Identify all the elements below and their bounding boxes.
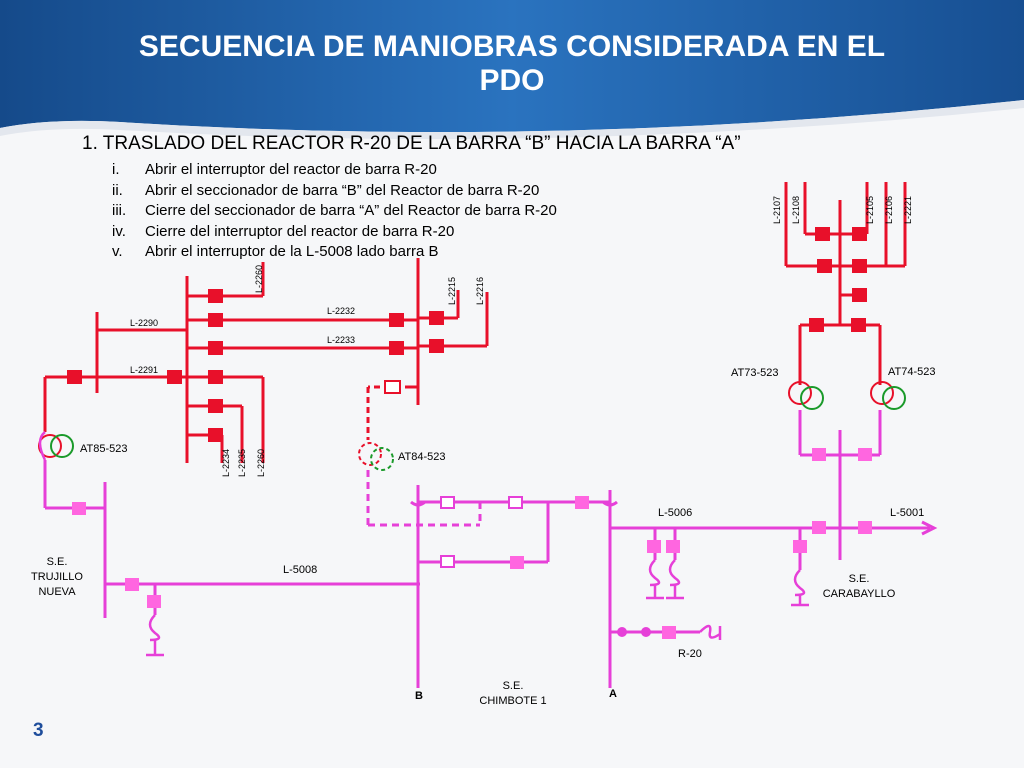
label-l2260-bottom: L-2260 bbox=[256, 449, 266, 477]
reactor-disconnector-dots bbox=[617, 627, 651, 637]
breaker bbox=[662, 626, 676, 639]
step-item: iii.Cierre del seccionador de barra “A” … bbox=[112, 202, 557, 219]
red-breakers bbox=[67, 227, 867, 442]
label-l2260-top: L-2260 bbox=[254, 265, 264, 293]
page-number: 3 bbox=[33, 720, 44, 741]
breaker bbox=[812, 521, 826, 534]
bus-crossing-arcs bbox=[410, 500, 618, 507]
red-carabayllo-network bbox=[784, 182, 907, 385]
label-se-trujillo-2: TRUJILLO bbox=[31, 571, 83, 583]
transformer-at74 bbox=[870, 381, 906, 410]
slide-title: SECUENCIA DE MANIOBRAS CONSIDERADA EN EL… bbox=[0, 30, 1024, 98]
maneuver-steps-list: i.Abrir el interruptor del reactor de ba… bbox=[112, 160, 557, 263]
breaker bbox=[852, 259, 867, 273]
breaker bbox=[208, 370, 223, 384]
label-l2232: L-2232 bbox=[327, 306, 355, 316]
transformer-at85-link bbox=[38, 431, 47, 461]
label-se-chimbote-1: S.E. bbox=[503, 680, 524, 692]
l5001-arrow bbox=[921, 520, 938, 536]
breaker bbox=[793, 540, 807, 553]
breaker bbox=[812, 448, 826, 461]
label-se-trujillo-1: S.E. bbox=[47, 556, 68, 568]
breaker bbox=[809, 318, 824, 332]
open-disconnectors bbox=[440, 496, 523, 568]
section-heading: 1. TRASLADO DEL REACTOR R-20 DE LA BARRA… bbox=[82, 133, 741, 154]
breaker bbox=[575, 496, 589, 509]
breaker bbox=[147, 595, 161, 608]
step-item: v.Abrir el interruptor de la L-5008 lado… bbox=[112, 243, 439, 260]
breaker bbox=[208, 313, 223, 327]
label-r20: R-20 bbox=[678, 648, 702, 660]
label-se-carabayllo-1: S.E. bbox=[849, 573, 870, 585]
breaker bbox=[858, 448, 872, 461]
label-l2221: L-2221 bbox=[903, 196, 913, 224]
breaker bbox=[389, 313, 404, 327]
breaker bbox=[72, 502, 86, 515]
label-se-carabayllo-2: CARABAYLLO bbox=[823, 588, 896, 600]
breaker bbox=[167, 370, 182, 384]
breaker bbox=[125, 578, 139, 591]
label-l5006: L-5006 bbox=[658, 507, 692, 519]
breaker bbox=[852, 288, 867, 302]
open-breaker-at84 bbox=[384, 380, 401, 394]
label-l2106: L-2106 bbox=[884, 196, 894, 224]
title-line-2: PDO bbox=[479, 64, 545, 97]
label-l2233: L-2233 bbox=[327, 335, 355, 345]
magenta-breakers bbox=[72, 448, 872, 639]
label-l2107: L-2107 bbox=[772, 196, 782, 224]
breaker bbox=[67, 370, 82, 384]
label-se-trujillo-3: NUEVA bbox=[38, 586, 76, 598]
breaker bbox=[389, 341, 404, 355]
label-bus-b: B bbox=[415, 690, 423, 702]
transformer-at85 bbox=[38, 434, 74, 458]
breaker bbox=[208, 289, 223, 303]
title-line-1: SECUENCIA DE MANIOBRAS CONSIDERADA EN EL bbox=[138, 30, 886, 63]
label-l2105: L-2105 bbox=[865, 196, 875, 224]
label-l2234: L-2234 bbox=[221, 449, 231, 477]
transformer-at84 bbox=[358, 442, 394, 471]
step-item: ii.Abrir el seccionador de barra “B” del… bbox=[112, 181, 540, 199]
breaker bbox=[858, 521, 872, 534]
breaker bbox=[817, 259, 832, 273]
step-item: iv.Cierre del interruptor del reactor de… bbox=[112, 222, 455, 240]
label-l2108: L-2108 bbox=[791, 196, 801, 224]
breaker bbox=[647, 540, 661, 553]
label-l5001: L-5001 bbox=[890, 507, 924, 519]
breaker bbox=[815, 227, 830, 241]
breaker bbox=[852, 227, 867, 241]
label-se-chimbote-2: CHIMBOTE 1 bbox=[479, 695, 546, 707]
label-bus-a: A bbox=[609, 688, 617, 700]
label-l2216: L-2216 bbox=[475, 277, 485, 305]
label-at74: AT74-523 bbox=[888, 366, 936, 378]
label-at84: AT84-523 bbox=[398, 451, 446, 463]
red-220kv-network bbox=[43, 258, 489, 463]
breaker bbox=[429, 339, 444, 353]
at84-dashed-connection bbox=[366, 470, 482, 527]
breaker bbox=[208, 399, 223, 413]
step-item: i.Abrir el interruptor del reactor de ba… bbox=[112, 161, 437, 178]
label-l5008: L-5008 bbox=[283, 564, 317, 576]
label-l2290: L-2290 bbox=[130, 318, 158, 328]
breaker bbox=[851, 318, 866, 332]
label-at85: AT85-523 bbox=[80, 443, 128, 455]
reactor-symbols bbox=[146, 559, 809, 657]
breaker bbox=[429, 311, 444, 325]
breaker bbox=[208, 428, 223, 442]
label-at73: AT73-523 bbox=[731, 367, 779, 379]
transformer-at73 bbox=[788, 381, 824, 410]
label-l2215: L-2215 bbox=[447, 277, 457, 305]
breaker bbox=[666, 540, 680, 553]
label-l2235: L-2235 bbox=[237, 449, 247, 477]
breaker bbox=[510, 556, 524, 569]
label-l2291: L-2291 bbox=[130, 365, 158, 375]
breaker bbox=[208, 341, 223, 355]
